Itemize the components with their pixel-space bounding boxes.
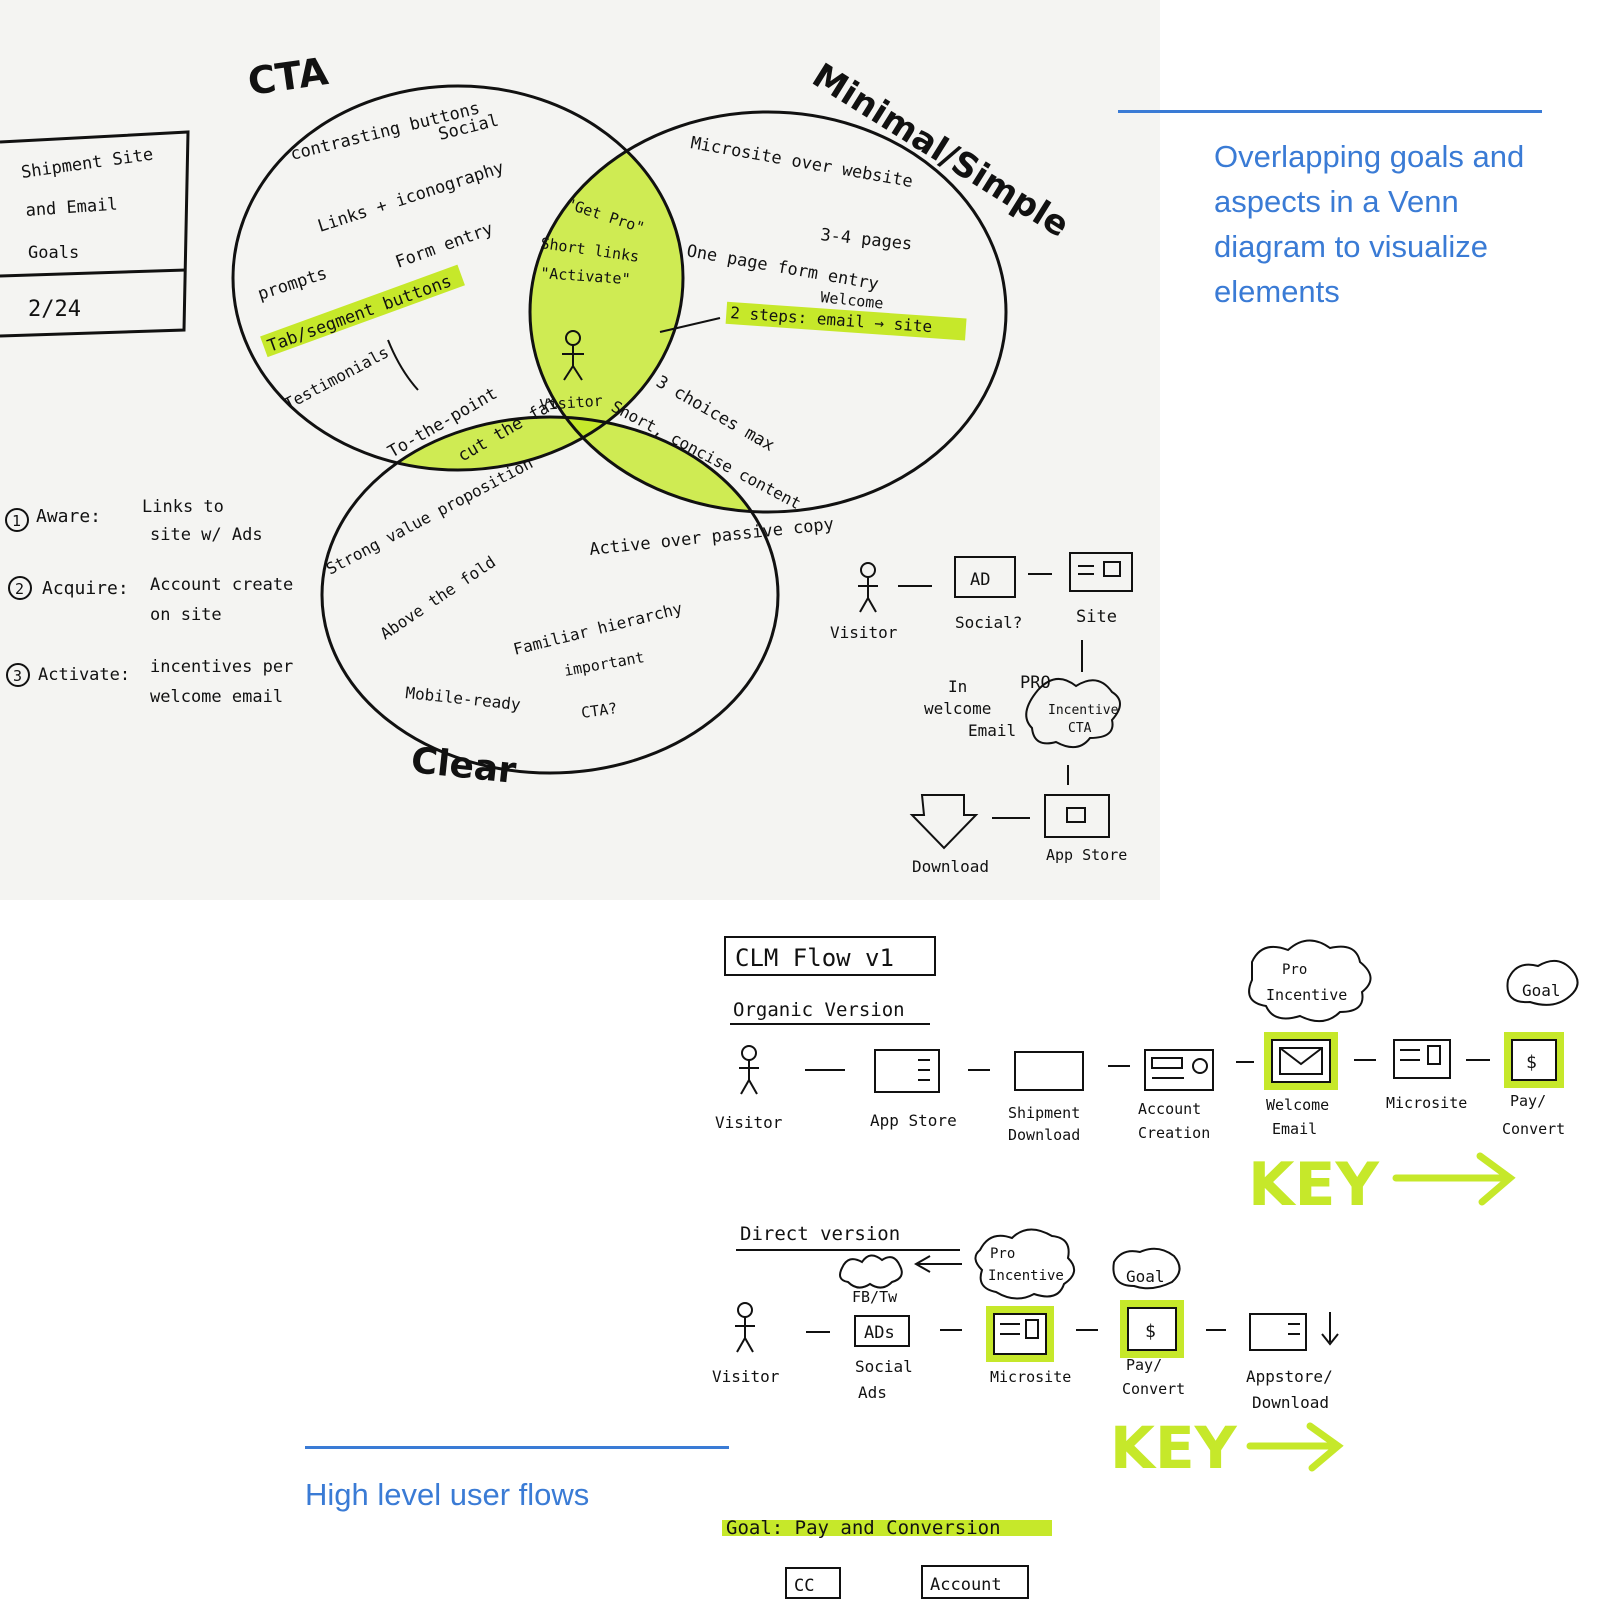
step-desc: on site [150, 605, 222, 625]
mini-download-label: Download [912, 857, 989, 876]
venn-caption: Overlapping goals and aspects in a Venn … [1214, 139, 1525, 309]
visitor-figure [562, 330, 584, 381]
microsite-icon [993, 1313, 1047, 1355]
arrow [387, 339, 419, 391]
step-number: 1 [12, 512, 21, 530]
direct-label: Direct version [740, 1223, 900, 1245]
organic-step-label: App Store [870, 1111, 957, 1130]
sketch-panel [0, 0, 1160, 900]
mini-social-label: Social? [955, 613, 1022, 632]
organic-step-label: Shipment [1008, 1104, 1080, 1122]
organic-step-label: Microsite [1386, 1094, 1467, 1112]
step-desc: site w/ Ads [150, 525, 263, 545]
organic-step-label: Visitor [715, 1113, 783, 1132]
step-desc: Account create [150, 575, 293, 595]
welcome-email-highlight [1264, 1032, 1338, 1090]
direct-key-arrow [1246, 1422, 1344, 1472]
goal-line: Goal: Pay and Conversion [726, 1517, 1001, 1539]
mini-appstore-label: App Store [1046, 846, 1127, 864]
ads-box-label: ADs [864, 1323, 895, 1343]
organic-step-label: Account [1138, 1100, 1201, 1118]
cloud-text: Incentive [988, 1268, 1064, 1284]
center-label: Visitor [539, 392, 603, 414]
header-date: 2/24 [28, 297, 81, 322]
pro-incentive-cloud [1248, 939, 1372, 1023]
organic-flow [739, 1045, 1254, 1095]
pay-convert-highlight [1120, 1300, 1184, 1358]
funnel-steps: 1 Aware: Links to site w/ Ads 2 Acquire:… [5, 497, 293, 707]
cloud-text: Incentive [1266, 986, 1347, 1004]
microsite-highlight [986, 1306, 1054, 1362]
direct-key: KEY [1110, 1414, 1238, 1482]
direct-step-label: Ads [858, 1383, 887, 1402]
mini-pro-label: PRO [1020, 673, 1051, 693]
goal-box-label: Account [930, 1575, 1002, 1595]
step-name: Acquire: [42, 578, 129, 599]
tab-segment-highlight [260, 264, 465, 358]
organic-step-label: Email [1272, 1120, 1317, 1138]
organic-key-arrow [1392, 1152, 1516, 1206]
arrow [659, 317, 721, 333]
clm-title: CLM Flow v1 [735, 944, 894, 972]
organic-step-label: Creation [1138, 1124, 1210, 1142]
goal-text: Goal [1522, 981, 1561, 1000]
step-name: Activate: [38, 665, 130, 685]
goal-text: Goal [1126, 1267, 1165, 1286]
organic-step-label: Welcome [1266, 1096, 1329, 1114]
goal-bubble [1506, 959, 1579, 1006]
minimal-circle [528, 110, 1008, 514]
goal-box-cc [785, 1567, 841, 1599]
mini-site-label: Site [1076, 607, 1117, 627]
clear-circle [320, 415, 780, 775]
direct-step-label: Social [855, 1357, 913, 1376]
step-desc: Links to [142, 497, 224, 517]
organic-label: Organic Version [733, 999, 905, 1021]
header-title-line: Goals [28, 243, 79, 263]
step-desc: incentives per [150, 657, 293, 677]
organic-step-label: Convert [1502, 1120, 1565, 1138]
direct-step-label: Microsite [990, 1368, 1071, 1386]
goal-line-highlight [722, 1520, 1052, 1536]
mini-in-welcome: Email [968, 721, 1016, 740]
mini-visitor-label: Visitor [830, 623, 898, 642]
organic-step-label: Download [1008, 1126, 1080, 1144]
mini-cloud-text: Incentive [1048, 703, 1119, 718]
pay-convert-highlight [1504, 1032, 1564, 1088]
two-steps-highlight [725, 301, 967, 341]
step-desc: welcome email [150, 687, 283, 707]
flows-caption-rule [305, 1446, 729, 1449]
direct-step-label: Appstore/ [1246, 1367, 1333, 1386]
mini-in-welcome: In [948, 677, 967, 696]
direct-step-label: Visitor [712, 1367, 780, 1386]
step-number: 2 [15, 580, 24, 598]
mini-cloud-text: CTA [1068, 721, 1092, 736]
dollar-icon: $ [1526, 1052, 1537, 1073]
mini-in-welcome: welcome [924, 699, 991, 718]
direct-step-label: Download [1252, 1393, 1329, 1412]
flows-caption: High level user flows [305, 1477, 590, 1512]
step-number: 3 [13, 667, 22, 685]
dollar-icon: $ [1145, 1321, 1156, 1342]
direct-step-label: Convert [1122, 1380, 1185, 1398]
step-name: Aware: [36, 506, 101, 527]
cloud-text: Pro [990, 1246, 1015, 1262]
goal-box-account [921, 1565, 1029, 1599]
cloud-text: Pro [1282, 962, 1307, 978]
mini-ad-box: AD [970, 570, 990, 590]
fb-label: FB/Tw [852, 1288, 898, 1306]
direct-step-label: Pay/ [1126, 1356, 1162, 1374]
clm-title-box [724, 936, 936, 976]
goal-box-label: CC [794, 1576, 814, 1596]
venn-caption-rule [1118, 110, 1542, 113]
organic-step-label: Pay/ [1510, 1092, 1546, 1110]
direct-flow [735, 1228, 1339, 1353]
cta-circle [231, 84, 685, 472]
clear-item: CTA? [580, 699, 618, 722]
mini-flow [858, 552, 1133, 850]
organic-flow-icons [1271, 1039, 1490, 1083]
organic-key: KEY [1248, 1150, 1380, 1220]
